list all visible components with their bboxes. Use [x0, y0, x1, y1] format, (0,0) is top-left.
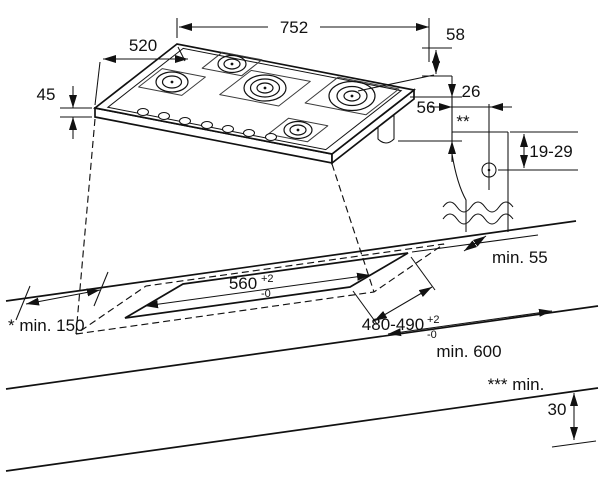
bracket-left-edge: [451, 132, 467, 232]
dim-19-29-label: 19-29: [529, 142, 572, 161]
break-line-upper: [442, 201, 514, 213]
control-knobs: [137, 108, 277, 141]
worktop-view: [5, 118, 599, 472]
knob: [243, 129, 255, 137]
dim-752-label: 752: [280, 18, 308, 37]
cutout-depth-tol-minus: -0: [427, 329, 437, 341]
worktop-depth-label: min. 600: [436, 342, 501, 361]
bracket-footnote-marker: **: [456, 112, 470, 131]
screw-hole: [481, 162, 497, 178]
cutout-width-label: 560: [229, 274, 257, 293]
dim-480-490-line: [373, 286, 433, 322]
bracket-detail: [442, 104, 514, 232]
gas-connection-pipe: [377, 115, 395, 144]
knob: [222, 125, 234, 133]
pan-support: [201, 51, 263, 77]
dim-58-label: 58: [446, 25, 465, 44]
pan-support: [138, 68, 206, 96]
dim-min600-line: [387, 308, 553, 337]
screw-center-dot: [487, 168, 491, 172]
pan-support: [219, 69, 311, 107]
burner-front-center: [283, 120, 313, 140]
leader-line: [357, 74, 435, 92]
knob: [201, 121, 213, 129]
front-clearance-value: 30: [548, 400, 567, 419]
worktop-rear-edge: [5, 220, 577, 302]
ext-line: [15, 285, 31, 321]
cutout-width-tol-minus: -0: [261, 288, 271, 300]
knob: [137, 108, 149, 116]
dim-56-label: 56: [417, 98, 436, 117]
knob: [179, 117, 191, 125]
hob-view: [93, 43, 416, 165]
break-line-lower: [442, 213, 514, 225]
rear-clearance-label: min. 55: [492, 248, 548, 267]
dim-26-label: 26: [462, 82, 481, 101]
dim-min150-line: [25, 288, 101, 306]
burner-right-large: [328, 80, 376, 112]
ext-line: [352, 290, 378, 325]
dim-560-line: [144, 272, 371, 309]
ext-line: [551, 440, 597, 448]
burner-center-wok: [243, 74, 287, 102]
side-clearance-label: * min. 150: [8, 316, 85, 335]
cutout-depth-label: 480-490: [362, 315, 424, 334]
knob: [265, 133, 277, 141]
dimensions: 752 520 45 58 56 26 **: [8, 18, 597, 448]
ext-line: [410, 256, 436, 291]
dim-min55-line: [463, 235, 487, 252]
pan-support: [304, 76, 400, 116]
cutout-width-tol-plus: +2: [261, 273, 274, 285]
ext-line: [94, 61, 101, 106]
projection-line-left: [75, 118, 96, 335]
dim-45-label: 45: [37, 85, 56, 104]
burner-left: [155, 71, 189, 93]
projection-line-right: [331, 163, 375, 293]
front-clearance-label: *** min.: [488, 375, 545, 394]
dim-520-label: 520: [129, 36, 157, 55]
knob: [158, 112, 170, 120]
burner-back-left: [217, 54, 247, 74]
cutout-depth-tol-plus: +2: [427, 314, 440, 326]
worktop-bottom-edge: [5, 387, 599, 472]
